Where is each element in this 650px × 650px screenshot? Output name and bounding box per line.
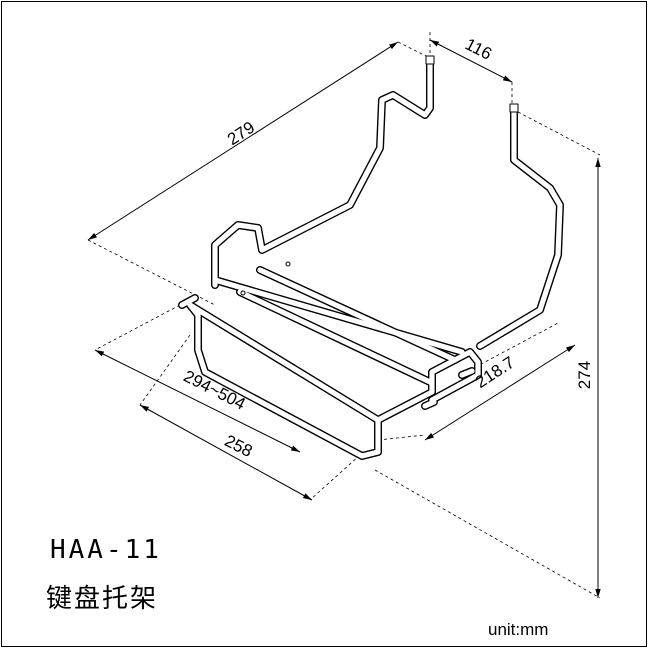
dim-label-258: 258 (222, 431, 256, 461)
dim-label-274: 274 (575, 361, 594, 389)
model-number: HAA-11 (50, 535, 162, 565)
dim-line-258 (139, 404, 313, 501)
keyboard-tray-outline (178, 55, 564, 460)
product-name: 键盘托架 (46, 584, 159, 614)
dim-label-279: 279 (224, 118, 258, 149)
dim-line-279 (87, 41, 399, 241)
dim-line-218-7 (424, 344, 576, 441)
dim-line-116 (429, 39, 513, 83)
unit-label: unit:mm (488, 620, 549, 639)
dimension-lines (87, 39, 601, 598)
